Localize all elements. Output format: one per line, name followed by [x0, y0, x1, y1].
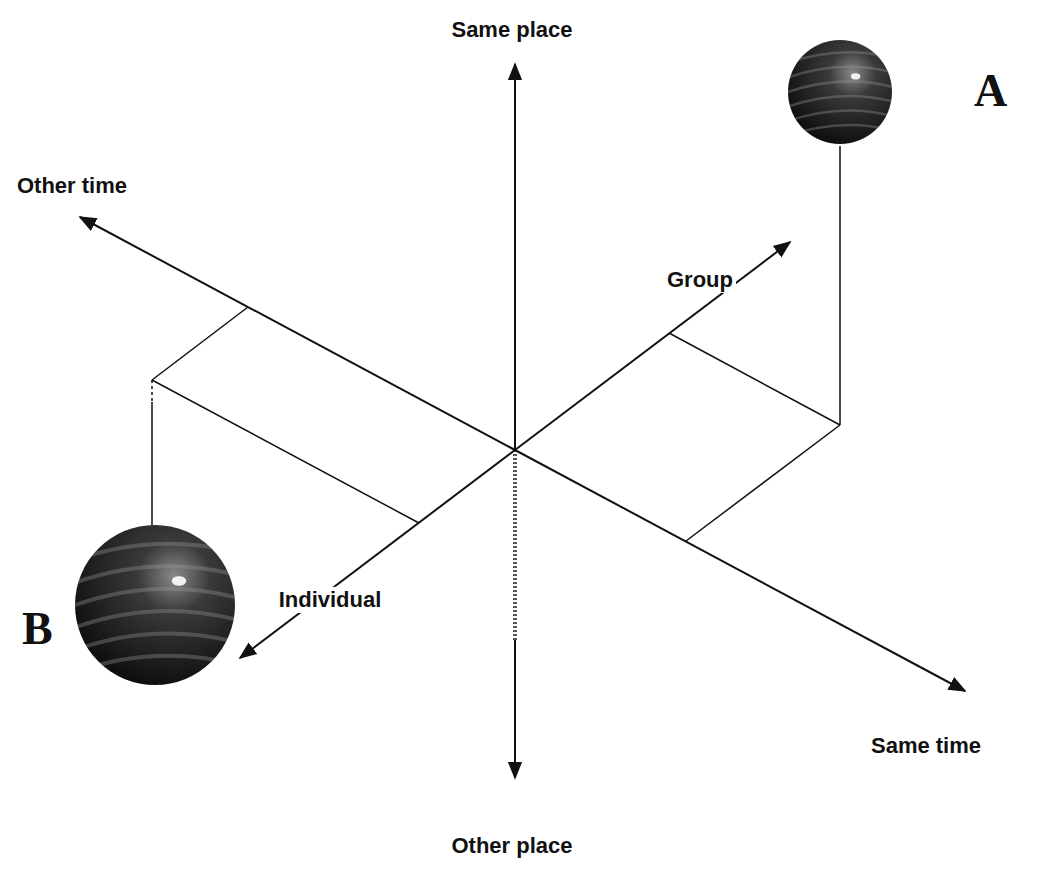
sphere-band: [75, 589, 235, 605]
sphere-illustration: [18, 522, 240, 688]
group-axis: [240, 450, 515, 658]
sphere-band: [75, 633, 235, 649]
place-axis: [514, 64, 516, 450]
projection-line: [152, 380, 419, 523]
sphere-band: [788, 52, 892, 63]
projection-line: [151, 380, 153, 402]
sphere-band: [788, 111, 892, 122]
axis-label: Other place: [448, 833, 575, 859]
sphere-highlight: [851, 73, 860, 79]
sphere: [788, 40, 892, 144]
projection-line: [151, 402, 153, 526]
time-axis: [80, 217, 515, 450]
sphere-band: [75, 656, 235, 672]
sphere-label: A: [974, 68, 1007, 114]
projection-line: [669, 333, 840, 425]
sphere-band: [788, 96, 892, 107]
sphere: [75, 525, 235, 685]
sphere-node: A: [786, 38, 1028, 150]
sphere-band: [788, 125, 892, 136]
sphere-band: [75, 611, 235, 627]
sphere-node: B: [18, 522, 242, 690]
axis-label: Other time: [14, 173, 130, 199]
sphere-band: [788, 38, 892, 48]
time-axis: [515, 450, 965, 691]
place-axis-hidden: [513, 450, 517, 640]
place-axis: [514, 640, 516, 778]
sphere-label: B: [22, 606, 53, 652]
sphere-band: [788, 67, 892, 78]
axis-label: Group: [664, 267, 736, 293]
group-axis: [515, 242, 790, 450]
projection-line: [686, 425, 840, 541]
sphere-highlight: [172, 576, 186, 586]
axis-label: Same time: [868, 733, 984, 759]
axis-label: Same place: [448, 17, 575, 43]
axis-label: Individual: [276, 587, 385, 613]
sphere-band: [75, 566, 235, 582]
projection-line: [152, 307, 248, 380]
sphere-band: [75, 522, 235, 538]
projection-line: [839, 146, 841, 425]
sphere-band: [75, 544, 235, 560]
sphere-band: [788, 81, 892, 92]
